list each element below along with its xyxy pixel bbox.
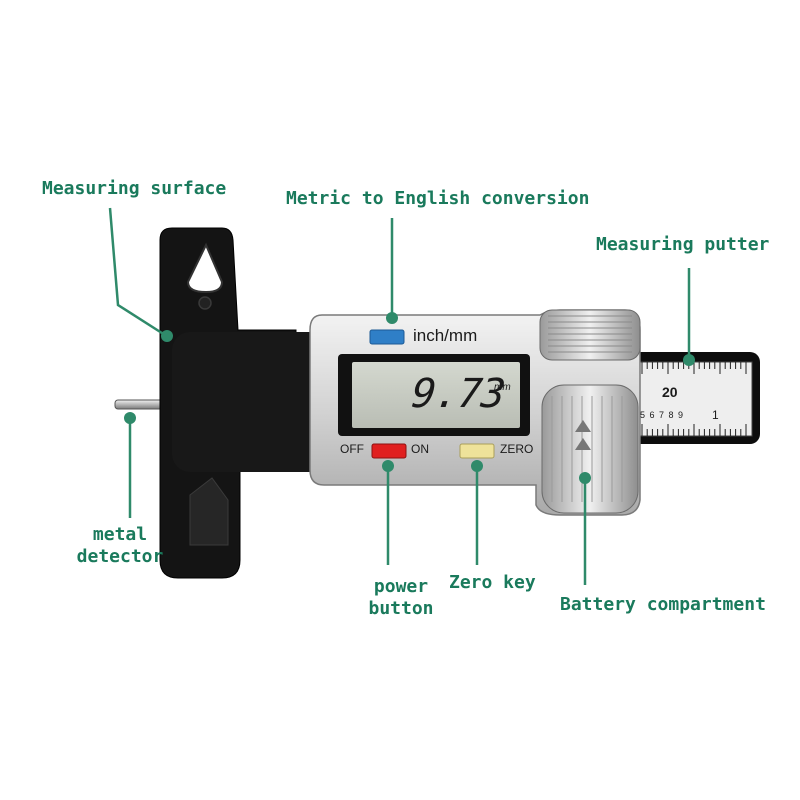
lcd-unit: mm bbox=[494, 382, 511, 393]
inch-mm-label: inch/mm bbox=[413, 326, 478, 345]
on-label: ON bbox=[411, 442, 429, 456]
battery-cover-grip bbox=[551, 396, 633, 502]
dot-power-button bbox=[382, 460, 394, 472]
leader-lines bbox=[108, 207, 691, 585]
dot-measuring-putter bbox=[683, 354, 695, 366]
dot-metal-detector bbox=[124, 412, 136, 424]
label-power-button-line2: button bbox=[368, 598, 434, 619]
lcd-reading: 9.73 bbox=[409, 371, 507, 417]
off-label: OFF bbox=[340, 442, 364, 456]
dot-conversion bbox=[386, 312, 398, 324]
label-metal-detector: metal detector bbox=[68, 524, 172, 568]
label-power-button-line1: power bbox=[373, 576, 429, 597]
zero-button[interactable] bbox=[459, 443, 495, 459]
label-metal-detector-line2: detector bbox=[76, 546, 164, 567]
label-zero-key: Zero key bbox=[449, 572, 536, 593]
scale-end: 1 bbox=[712, 408, 719, 422]
dot-zero-key bbox=[471, 460, 483, 472]
scale-digits: 5 6 7 8 9 bbox=[640, 410, 685, 420]
lcd-screen bbox=[352, 362, 520, 428]
dot-battery bbox=[579, 472, 591, 484]
battery-arrow-icon-2 bbox=[575, 438, 591, 450]
inch-mm-button[interactable] bbox=[369, 329, 405, 345]
base-recess bbox=[189, 477, 229, 546]
base-hole-top bbox=[186, 242, 224, 294]
label-measuring-surface: Measuring surface bbox=[42, 178, 227, 199]
base-screw bbox=[198, 296, 212, 310]
power-button[interactable] bbox=[371, 443, 407, 459]
scale-number: 20 bbox=[662, 384, 678, 400]
label-metal-detector-line1: metal bbox=[92, 524, 148, 545]
base-sleeve bbox=[172, 332, 332, 472]
leader-dots bbox=[124, 312, 695, 484]
label-metric-english-conversion: Metric to English conversion bbox=[286, 188, 590, 209]
label-measuring-putter: Measuring putter bbox=[596, 234, 770, 255]
slider-knob-grip bbox=[548, 315, 632, 353]
zero-label: ZERO bbox=[500, 442, 534, 456]
leader-measuring-surface bbox=[108, 207, 166, 337]
battery-arrow-icon bbox=[575, 420, 591, 432]
dot-measuring-surface bbox=[161, 330, 173, 342]
label-power-button: power button bbox=[355, 576, 447, 620]
label-battery-compartment: Battery compartment bbox=[560, 594, 766, 615]
